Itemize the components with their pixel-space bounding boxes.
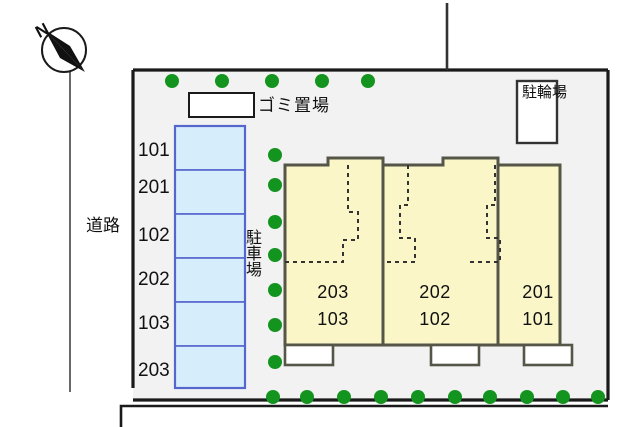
balcony-201 (522, 343, 574, 367)
stair-outline (285, 165, 501, 263)
balcony-202 (429, 343, 481, 367)
unit-label-203: 203 (317, 282, 349, 302)
road-label: 道路 (86, 212, 120, 239)
stall-label-203: 203 (138, 360, 170, 381)
stall-label-103: 103 (138, 313, 170, 334)
stall-label-102: 102 (138, 225, 170, 246)
unit-label-201: 201 (522, 282, 554, 302)
balcony-203 (283, 343, 335, 367)
road-label-text: 道路 (86, 216, 120, 235)
bicycle-parking-label: 駐輪場 (522, 85, 567, 101)
apartment-building (283, 156, 574, 367)
unit-label-103: 103 (317, 309, 349, 329)
bicycle-parking-label-text: 駐輪場 (522, 84, 568, 101)
tree-markers (165, 74, 605, 404)
unit-label-202: 202 (419, 282, 451, 302)
parking-stall-grid (173, 124, 247, 390)
parking-area-label: 駐車場 (243, 229, 260, 277)
unit-label-102: 102 (419, 309, 451, 329)
stall-label-101: 101 (138, 140, 170, 161)
unit-label-101: 101 (522, 309, 554, 329)
stall-label-201: 201 (138, 177, 170, 198)
bicycle-parking-box (515, 79, 559, 145)
garbage-area-label: ゴミ置場 (258, 96, 330, 115)
compass-rose (41, 27, 87, 73)
stall-label-202: 202 (138, 269, 170, 290)
garbage-area-box (188, 92, 255, 118)
driveway-entrance (119, 404, 608, 427)
